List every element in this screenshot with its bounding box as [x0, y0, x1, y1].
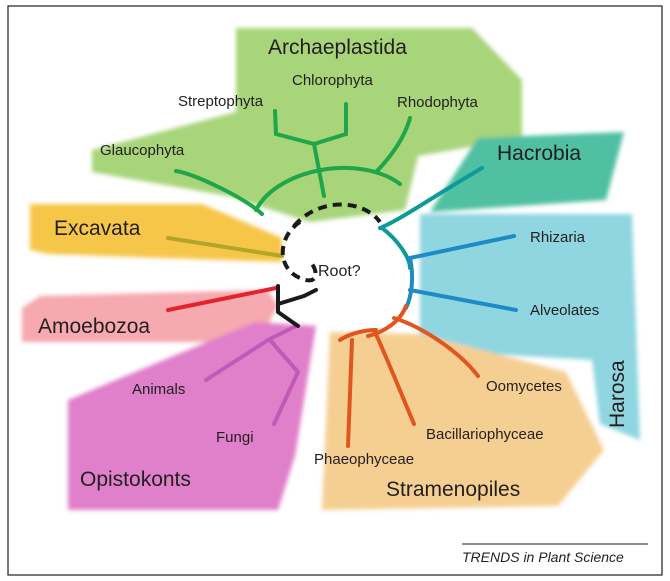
label-chlorophyta: Chlorophyta — [292, 72, 374, 89]
label-hacrobia: Hacrobia — [497, 142, 581, 165]
connector-hacrobia — [380, 226, 412, 270]
label-glaucophyta: Glaucophyta — [100, 142, 185, 159]
branch-rhizaria — [408, 234, 516, 260]
branches-archaeplastida — [174, 102, 412, 216]
label-phaeophyceae: Phaeophyceae — [314, 451, 414, 468]
label-animals: Animals — [132, 381, 185, 398]
region-harosa — [420, 214, 640, 440]
branch-alveolates — [408, 288, 518, 312]
region-opistokonts — [68, 322, 316, 510]
branch-rhodophyta — [374, 116, 412, 174]
branches-stramenopiles — [338, 316, 480, 448]
label-opistokonts: Opistokonts — [80, 468, 191, 491]
branch-hacrobia — [378, 166, 484, 230]
figure-frame — [7, 5, 663, 576]
label-excavata: Excavata — [54, 217, 141, 240]
branch-phaeophyceae — [346, 338, 354, 448]
label-amoebozoa: Amoebozoa — [38, 315, 150, 338]
region-hacrobia — [430, 132, 624, 212]
label-bacillariophyceae: Bacillariophyceae — [426, 426, 544, 443]
label-streptophyta: Streptophyta — [178, 93, 264, 110]
branches-opistokonts — [204, 324, 301, 426]
branch-chlorophyta — [312, 102, 348, 146]
label-fungi: Fungi — [216, 429, 254, 446]
root-label: Root? — [318, 263, 361, 280]
branch-excavata — [166, 236, 284, 258]
label-stramenopiles: Stramenopiles — [386, 478, 520, 501]
label-alveolates: Alveolates — [530, 302, 599, 319]
root-dashed-arcs — [280, 202, 382, 283]
branches-harosa — [408, 234, 518, 312]
credit-label: TRENDS in Plant Science — [462, 549, 624, 565]
region-amoebozoa — [22, 290, 278, 342]
branch-arc-primary — [254, 165, 402, 212]
label-oomycetes: Oomycetes — [486, 378, 562, 395]
connector-stramenopiles — [366, 304, 408, 338]
label-rhizaria: Rhizaria — [530, 229, 586, 246]
branch-amoebozoa — [166, 286, 278, 312]
branch-streptophyta — [273, 109, 326, 198]
root-solid-bracket — [276, 284, 318, 328]
region-archaeplastida — [92, 28, 522, 222]
label-archaeplastida: Archaeplastida — [268, 36, 407, 59]
branch-oomycetes — [392, 316, 480, 378]
branch-stramenopiles-stem — [338, 328, 378, 342]
branch-fungi — [268, 338, 301, 426]
label-rhodophyta: Rhodophyta — [397, 94, 479, 111]
label-harosa: Harosa — [606, 360, 629, 428]
branch-bacillariophyceae — [372, 328, 416, 426]
